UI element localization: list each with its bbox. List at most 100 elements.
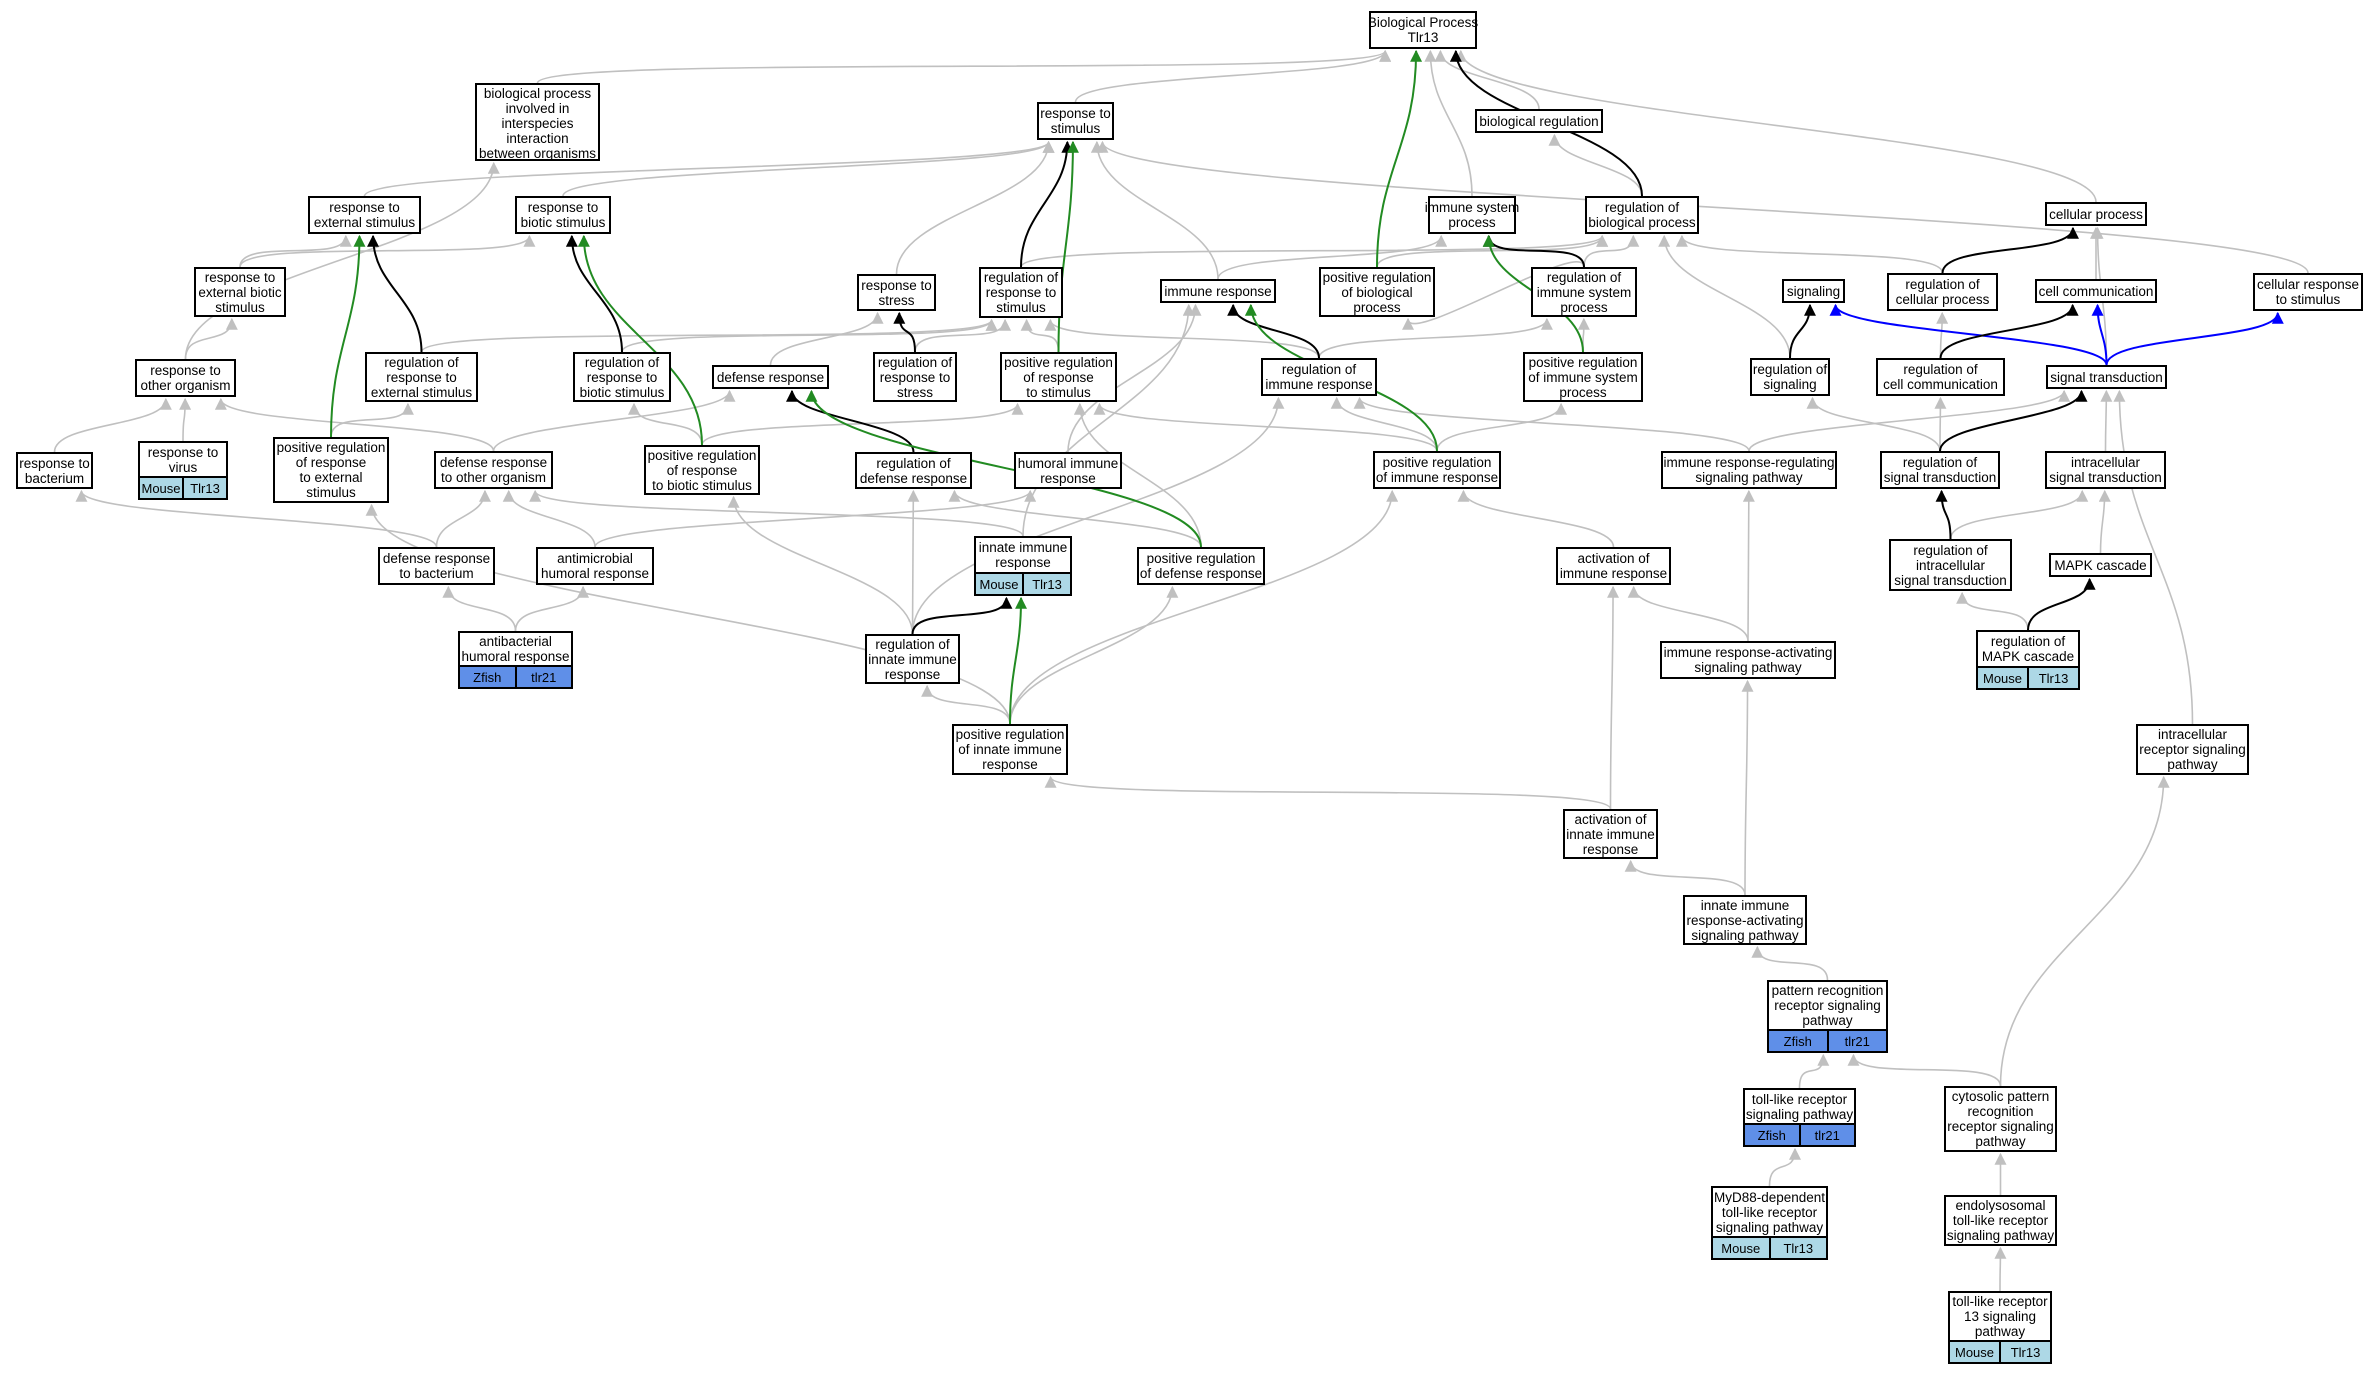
node-signaling[interactable]: signaling	[1782, 279, 1845, 303]
edge-n_posreginn-to-n_innimm	[1009, 596, 1028, 725]
node-biological-regulation[interactable]: biological regulation	[1475, 109, 1603, 133]
edge-n_cellres-to-n_rs	[1096, 140, 2309, 274]
node-mapk-cascade[interactable]: MAPK cascade	[2049, 553, 2152, 577]
node-line: regulation of	[1604, 200, 1680, 215]
edge-n_prr-to-n_innrasp	[1751, 945, 1829, 981]
edge-n_regdef-to-n_defres	[785, 389, 915, 453]
gene-tag: tlr21	[1826, 1031, 1886, 1051]
edge-n_reginn-to-n_posregres_bio	[727, 495, 914, 635]
edge-n_posregbp-to-n_regbp	[1376, 234, 1609, 268]
node-line: regulation of	[1281, 362, 1357, 377]
node-line: signal transduction	[1894, 572, 2007, 588]
edge-n_reginn-to-n_regimres	[911, 396, 1285, 635]
node-line: positive regulation	[1382, 455, 1492, 470]
edge-n_sigtrans-to-n_cellres	[2105, 311, 2284, 366]
node-defense-response[interactable]: defense response	[712, 365, 829, 389]
node-line: response to	[527, 200, 599, 215]
node-line: biological process	[1588, 215, 1696, 230]
node-line: regulation of	[1752, 362, 1828, 377]
edge-n_intrarec-to-n_sigtrans	[2113, 389, 2194, 725]
node-line: regulation of	[1546, 270, 1622, 285]
node-line: cell communication	[2038, 283, 2154, 299]
edge-n_regstress-to-n_regrs	[914, 318, 1012, 353]
node-signal-transduction[interactable]: signal transduction	[2046, 365, 2167, 389]
node-line: virus	[168, 459, 198, 475]
edge-n_def_other-to-n_defres	[492, 389, 736, 452]
edge-n_humimm-to-n_imres	[1067, 303, 1202, 453]
edge-n_posregres_ext-to-n_regres_ext	[330, 402, 414, 438]
node-line: toll-like receptor	[1952, 1294, 2048, 1309]
node-line: positive regulation	[1322, 270, 1432, 285]
edge-n_regbp-to-n_breg	[1548, 133, 1643, 197]
node-line: of defense response	[1139, 566, 1263, 581]
node-line: positive regulation	[1004, 355, 1113, 370]
node-immune-response[interactable]: immune response	[1160, 279, 1276, 303]
node-line: cellular process	[2049, 206, 2143, 222]
node-line: antibacterial	[479, 634, 552, 649]
node-line: between organisms	[478, 146, 597, 161]
node-cellular-process[interactable]: cellular process	[2045, 202, 2147, 226]
node-line: activation of	[1574, 812, 1647, 827]
node-line: recognition	[1967, 1104, 2034, 1119]
node-cell-communication[interactable]: cell communication	[2035, 279, 2157, 303]
node-line: cytosolic pattern	[1951, 1089, 2050, 1104]
node-line: pathway	[1974, 1324, 2026, 1339]
node-line: response to	[586, 370, 658, 385]
